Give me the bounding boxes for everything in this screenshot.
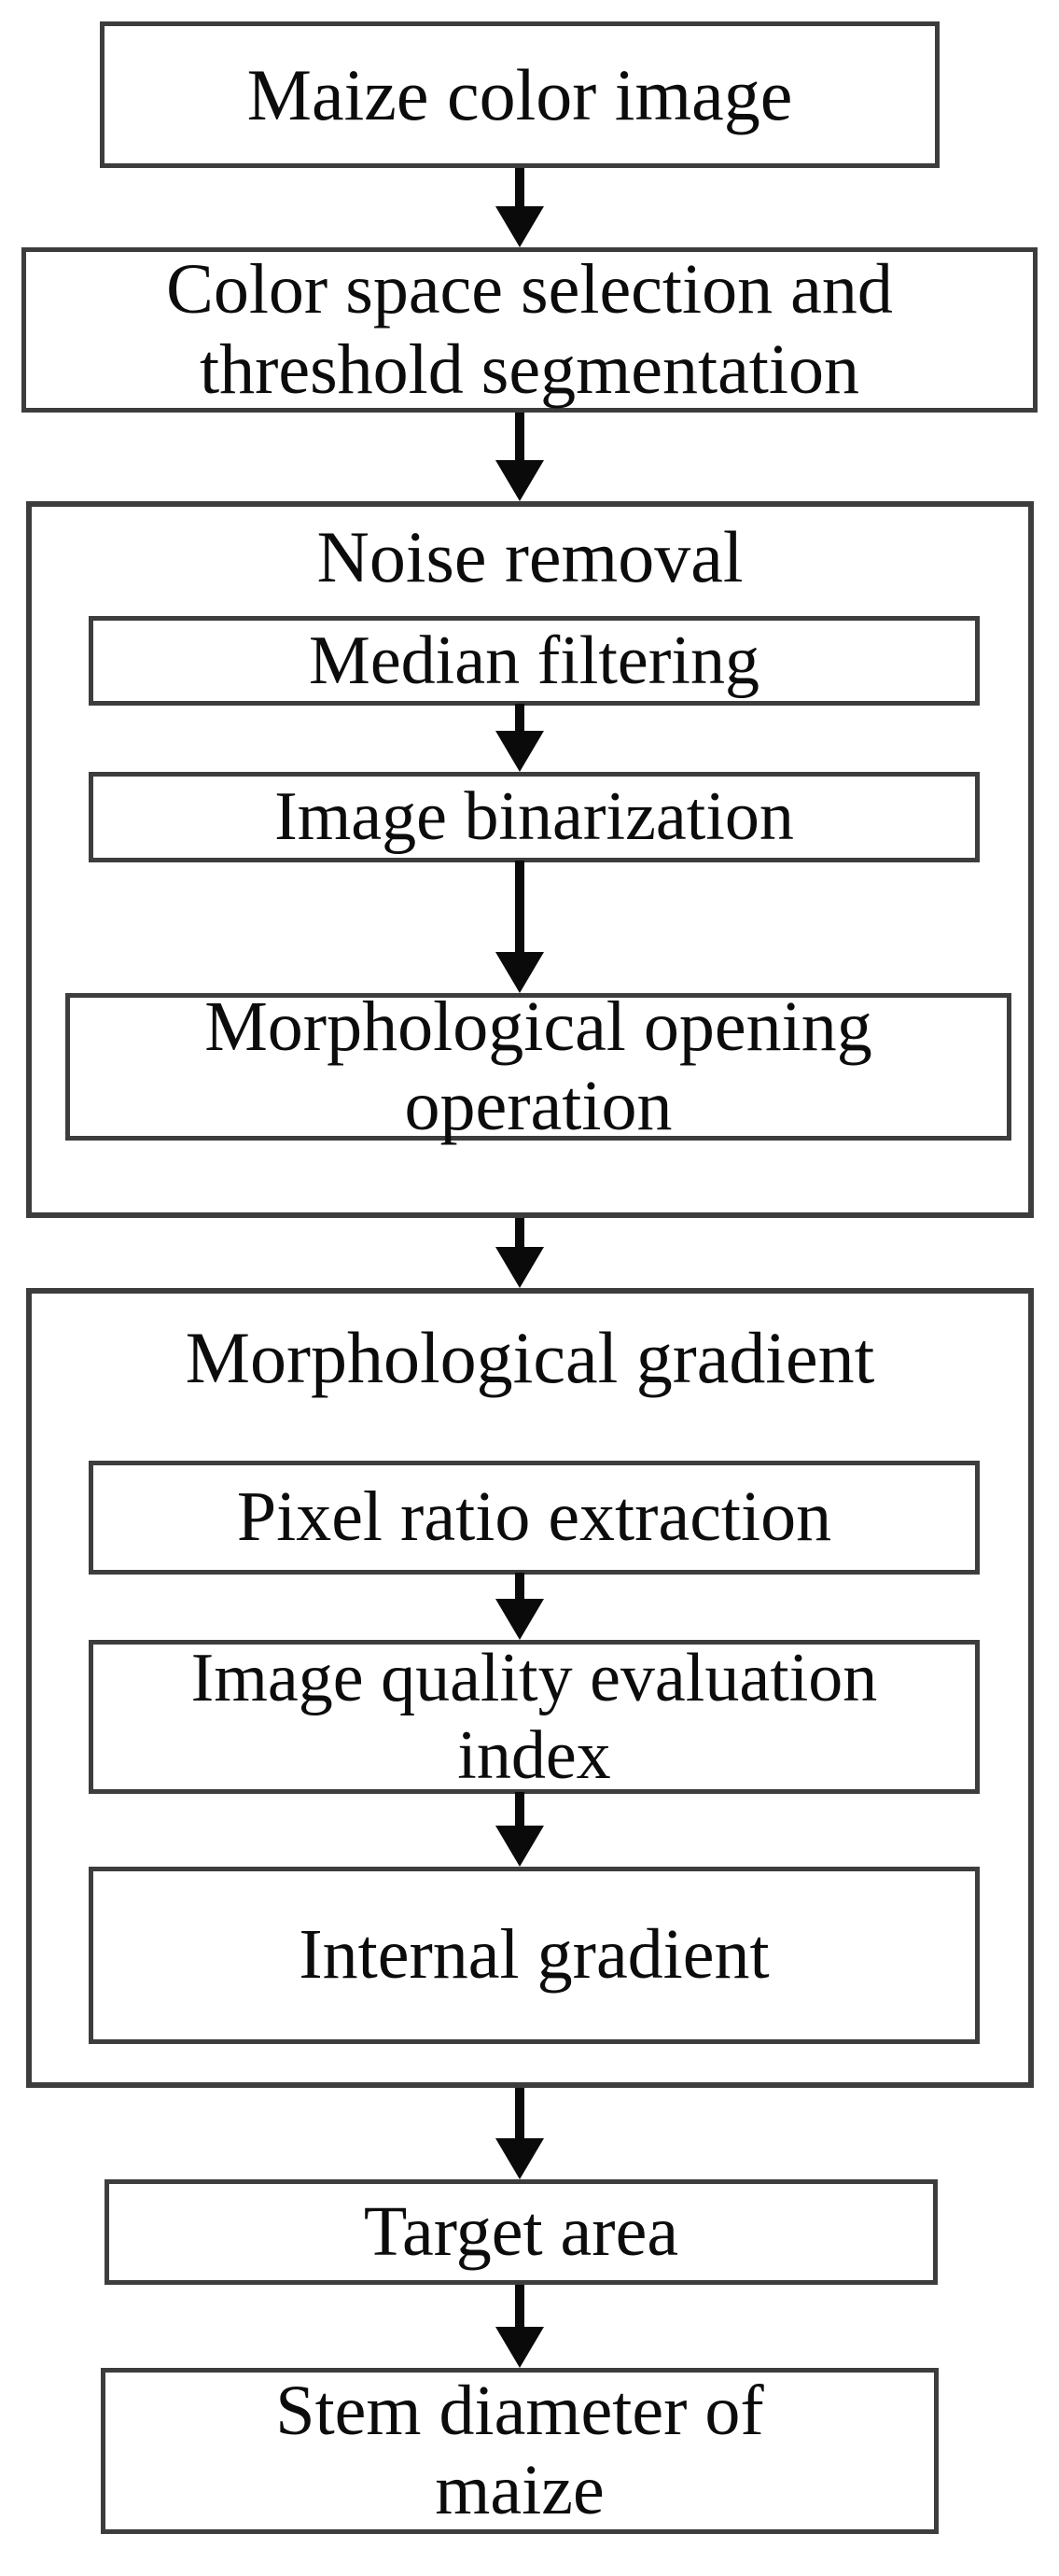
- arrow-shaft: [515, 2285, 524, 2331]
- arrow-shaft: [515, 1218, 524, 1251]
- node-label: Image quality evaluation index: [190, 1639, 878, 1794]
- arrow-head: [495, 2327, 544, 2368]
- arrow-head: [495, 1599, 544, 1640]
- arrow-down-icon: [495, 2088, 544, 2179]
- node-label: Morphological opening operation: [204, 987, 872, 1145]
- group-noise-removal-label: Noise removal: [316, 516, 744, 598]
- arrow-down-icon: [495, 168, 544, 247]
- node-label: Image binarization: [274, 778, 794, 856]
- arrow-shaft: [515, 1792, 524, 1829]
- node-label: Median filtering: [309, 622, 759, 699]
- arrow-down-icon: [495, 1573, 544, 1640]
- arrow-shaft: [515, 2088, 524, 2142]
- group-morphological-gradient-label: Morphological gradient: [185, 1317, 875, 1399]
- node-label: Maize color image: [246, 53, 793, 135]
- node-image-binarization: Image binarization: [89, 772, 980, 862]
- node-label: Target area: [363, 2191, 679, 2271]
- arrow-head: [495, 2138, 544, 2179]
- arrow-down-icon: [495, 1792, 544, 1867]
- node-pixel-ratio-extraction: Pixel ratio extraction: [89, 1461, 980, 1575]
- arrow-down-icon: [495, 704, 544, 772]
- arrow-head: [495, 460, 544, 501]
- arrow-head: [495, 731, 544, 772]
- node-label: Color space selection and threshold segm…: [166, 250, 893, 409]
- arrow-shaft: [515, 704, 524, 735]
- node-morphological-opening: Morphological opening operation: [65, 987, 1011, 1145]
- arrow-head: [495, 206, 544, 247]
- arrow-down-icon: [495, 1218, 544, 1288]
- arrow-head: [495, 1247, 544, 1288]
- arrow-head: [495, 952, 544, 993]
- arrow-down-icon: [495, 861, 544, 993]
- node-label: Internal gradient: [299, 1915, 770, 1995]
- arrow-shaft: [515, 1573, 524, 1603]
- node-label: Pixel ratio extraction: [236, 1477, 832, 1557]
- node-target-area: Target area: [105, 2179, 938, 2285]
- arrow-shaft: [515, 168, 524, 210]
- node-internal-gradient: Internal gradient: [89, 1867, 980, 2044]
- arrow-down-icon: [495, 2285, 544, 2368]
- arrow-shaft: [515, 861, 524, 956]
- node-median-filtering: Median filtering: [89, 616, 980, 706]
- arrow-down-icon: [495, 413, 544, 501]
- node-label: Stem diameter of maize: [275, 2371, 764, 2529]
- arrow-head: [495, 1826, 544, 1867]
- node-image-quality-index: Image quality evaluation index: [89, 1640, 980, 1794]
- node-color-space-threshold: Color space selection and threshold segm…: [21, 247, 1038, 413]
- arrow-shaft: [515, 413, 524, 464]
- node-maize-color-image: Maize color image: [100, 21, 940, 168]
- node-stem-diameter-of-maize: Stem diameter of maize: [101, 2368, 939, 2534]
